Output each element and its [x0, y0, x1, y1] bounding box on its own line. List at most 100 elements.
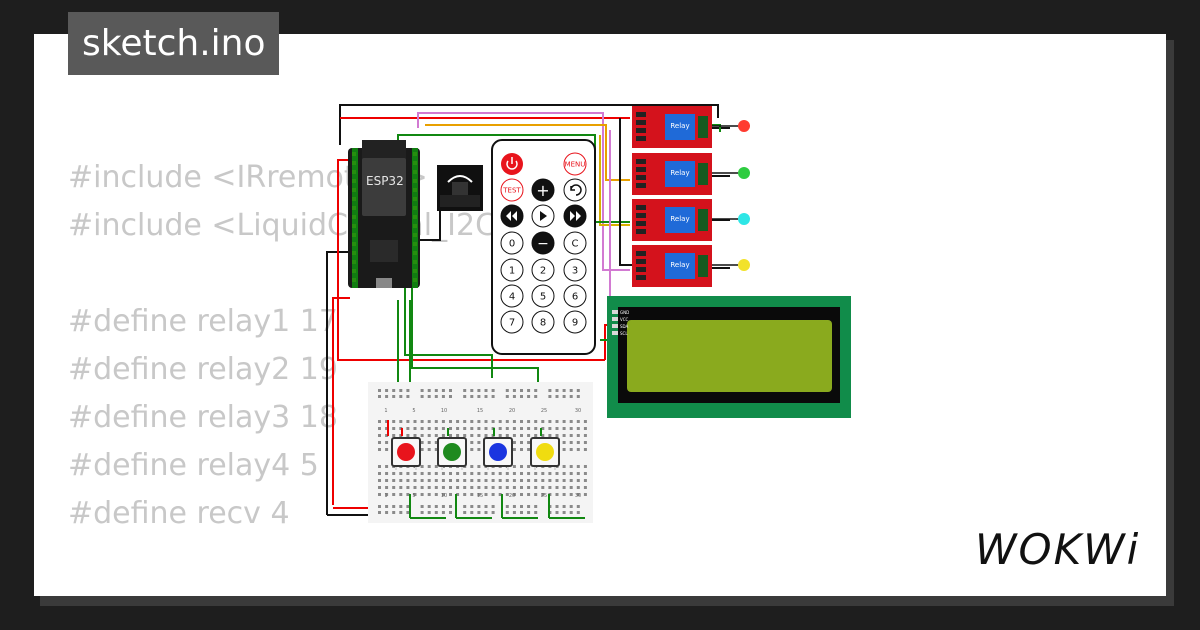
bb-hole — [392, 493, 396, 496]
bb-hole — [441, 395, 445, 398]
bb-hole — [477, 448, 481, 451]
bb-hole — [555, 427, 559, 430]
bb-hole — [484, 486, 488, 489]
bb-hole — [562, 420, 566, 423]
bb-hole — [470, 427, 474, 430]
bb-column-number: 1 — [384, 408, 387, 414]
bb-hole — [512, 479, 516, 482]
bb-hole — [392, 395, 396, 398]
bb-hole — [512, 486, 516, 489]
bb-hole — [434, 420, 438, 423]
bb-hole — [505, 395, 509, 398]
bb-hole — [470, 511, 474, 514]
bb-hole — [456, 472, 460, 475]
bb-hole — [484, 434, 488, 437]
bb-hole — [449, 493, 452, 496]
wokwi-logo: WOKWi — [975, 525, 1141, 574]
bb-hole — [477, 420, 481, 423]
bb-hole — [441, 486, 445, 489]
lcd-pin-label: SDA — [620, 324, 629, 329]
bb-hole — [520, 395, 523, 398]
bb-hole — [505, 486, 509, 489]
bb-hole — [406, 472, 410, 475]
bb-hole — [413, 420, 417, 423]
bb-column-number: 25 — [541, 408, 547, 414]
bb-hole — [534, 420, 538, 423]
relay-pin — [636, 159, 646, 164]
bb-hole — [456, 434, 460, 437]
bb-hole — [527, 448, 531, 451]
bb-hole — [449, 486, 452, 489]
bb-hole — [555, 479, 559, 482]
bb-hole — [406, 486, 410, 489]
bb-hole — [583, 486, 587, 489]
relay-module: Relay — [632, 106, 750, 148]
bb-hole — [548, 395, 552, 398]
relay-module: Relay — [632, 199, 750, 241]
remote-button-label: TEST — [502, 187, 521, 195]
bb-column-number: 5 — [412, 408, 415, 414]
bb-hole — [484, 511, 488, 514]
bb-hole — [534, 389, 538, 392]
bb-hole — [470, 420, 474, 423]
bb-hole — [434, 486, 438, 489]
bb-hole — [534, 479, 538, 482]
bb-hole — [449, 420, 452, 423]
bb-hole — [420, 389, 424, 392]
bb-hole — [385, 465, 389, 468]
bb-hole — [420, 448, 424, 451]
bb-hole — [470, 434, 474, 437]
bb-hole — [576, 420, 580, 423]
bb-hole — [427, 420, 431, 423]
wire-vcc-left — [337, 159, 605, 361]
bb-hole — [505, 511, 509, 514]
bb-hole — [449, 389, 452, 392]
bb-hole — [569, 465, 573, 468]
bb-hole — [583, 427, 587, 430]
bb-hole — [420, 395, 424, 398]
bb-hole — [441, 472, 445, 475]
bb-hole — [385, 434, 389, 437]
remote-button-label: 3 — [572, 266, 578, 277]
bb-hole — [569, 389, 573, 392]
bb-hole — [548, 434, 552, 437]
bb-hole — [505, 479, 509, 482]
bb-hole — [555, 472, 559, 475]
bb-hole — [512, 420, 516, 423]
bb-hole — [378, 395, 381, 398]
bb-hole — [555, 493, 559, 496]
bb-hole — [434, 448, 438, 451]
bb-hole — [541, 493, 545, 496]
bb-hole — [420, 493, 424, 496]
bb-hole — [527, 395, 531, 398]
bb-hole — [434, 472, 438, 475]
bb-hole — [541, 427, 545, 430]
title-tab[interactable]: sketch.ino — [68, 12, 280, 75]
remote-button-label: 5 — [540, 292, 546, 303]
bb-hole — [463, 472, 467, 475]
remote-button — [563, 284, 587, 308]
relay-label: Relay — [670, 169, 689, 177]
bb-column-number: 10 — [441, 493, 447, 499]
bb-hole — [470, 448, 474, 451]
relay-pin — [636, 167, 646, 172]
bb-hole — [434, 441, 438, 444]
bb-hole — [527, 472, 531, 475]
bb-hole — [392, 479, 396, 482]
bb-hole — [505, 472, 509, 475]
remote-button — [531, 284, 555, 308]
wire-ir-out — [420, 210, 441, 241]
bb-hole — [406, 395, 410, 398]
bb-hole — [399, 434, 403, 437]
bb-hole — [463, 395, 467, 398]
project-card[interactable]: #include <IRremote.h>#include <LiquidCry… — [34, 34, 1166, 596]
bb-hole — [385, 493, 389, 496]
bb-column-number: 5 — [412, 493, 415, 499]
remote-button — [500, 231, 524, 255]
bb-hole — [520, 448, 523, 451]
bb-hole — [583, 493, 587, 496]
bb-hole — [420, 479, 424, 482]
